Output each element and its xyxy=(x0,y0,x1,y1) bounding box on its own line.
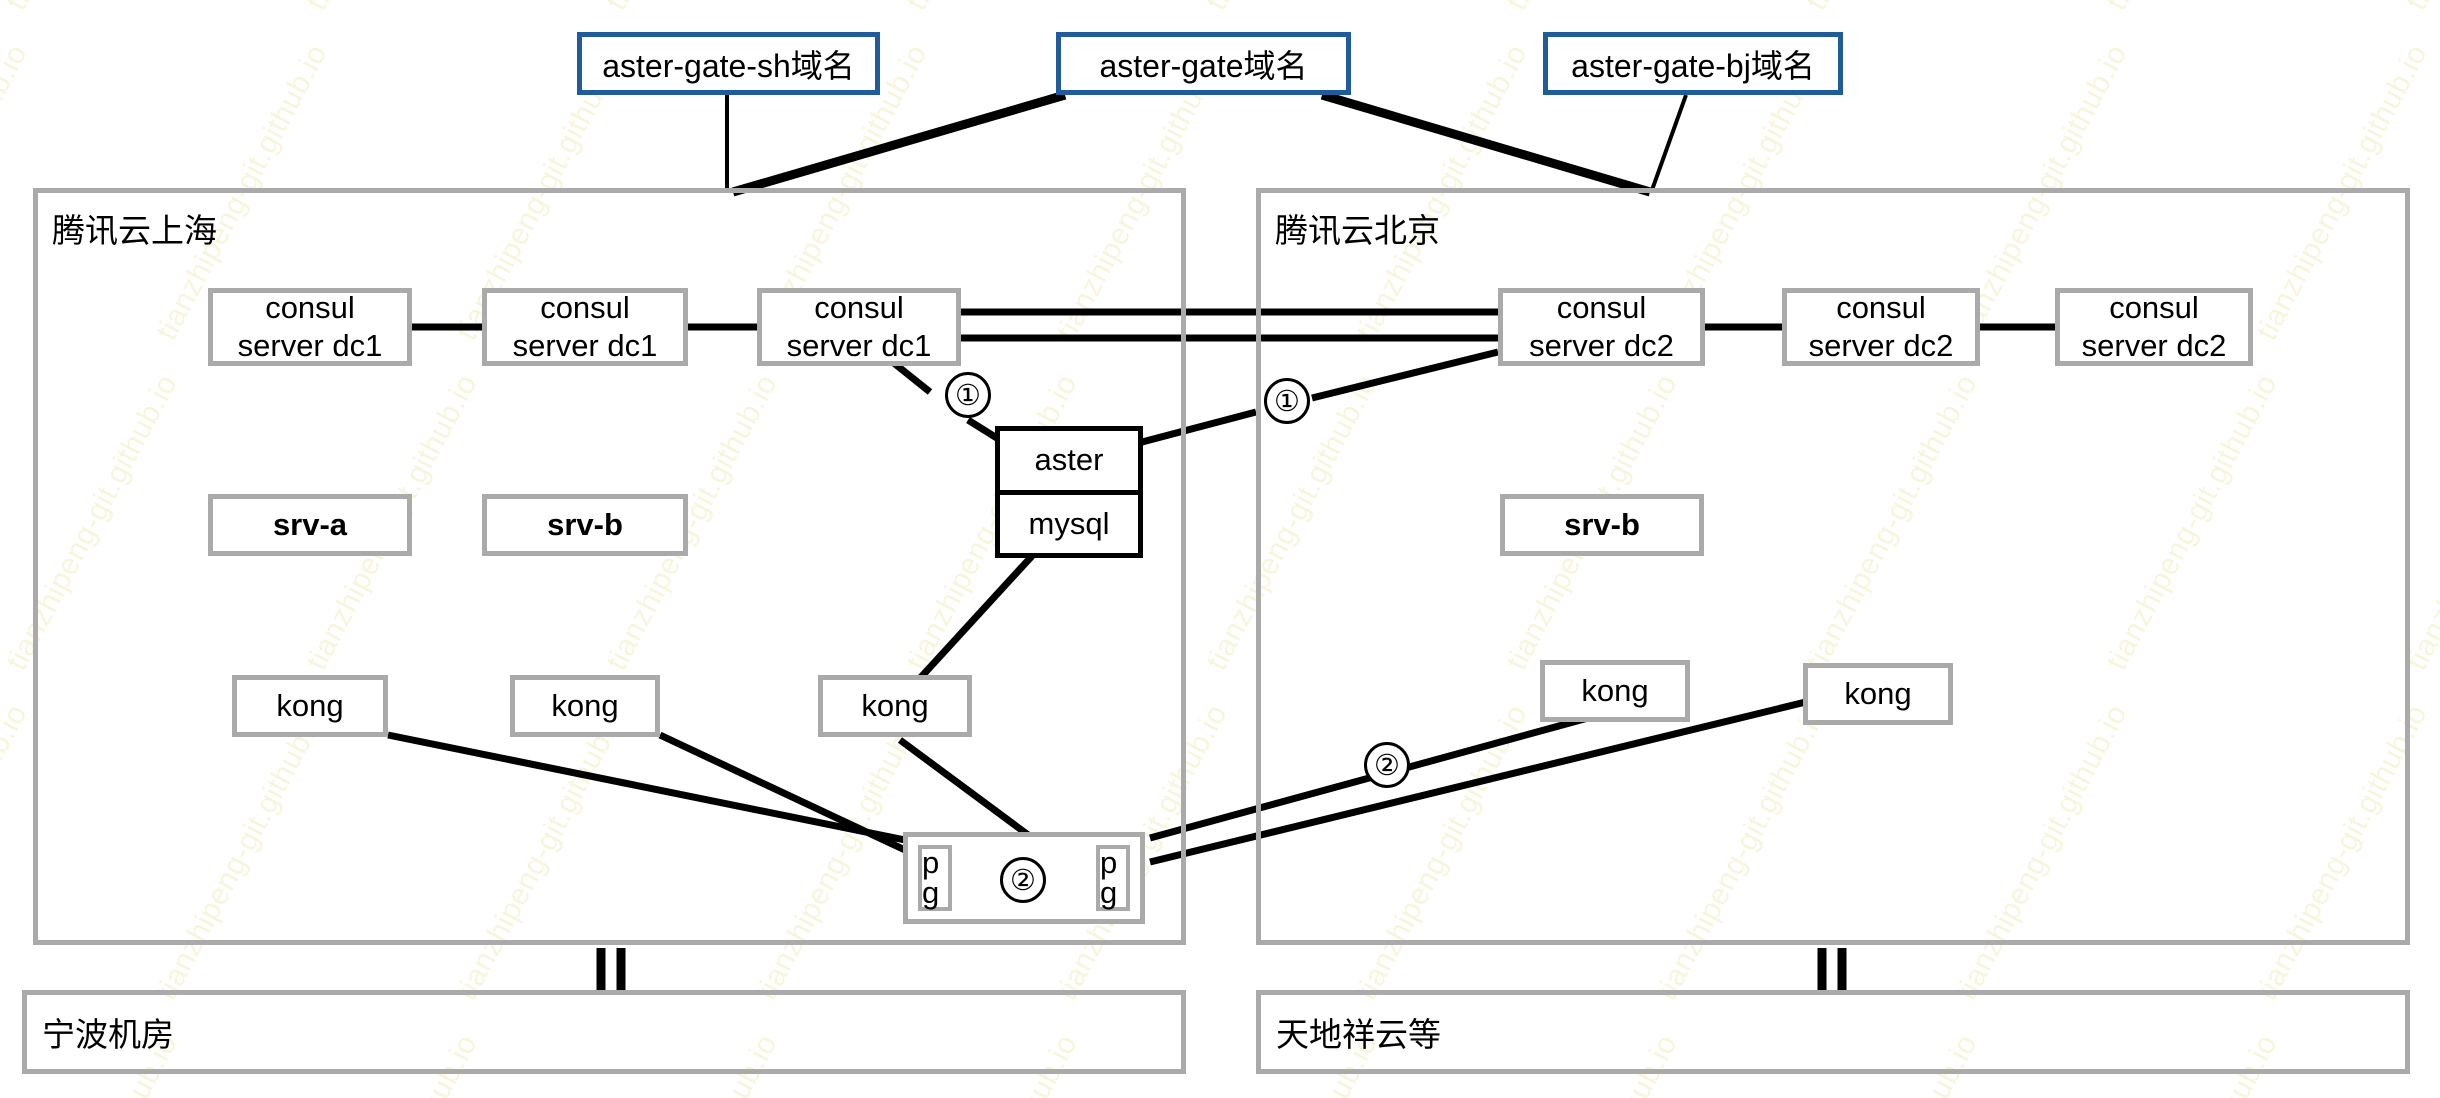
domain-box-central[interactable]: aster-gate域名 xyxy=(1056,32,1351,95)
node-mysql-label: mysql xyxy=(1028,505,1110,541)
annotation-2-center: ② xyxy=(1000,857,1046,903)
node-srv-b-shanghai[interactable]: srv-b xyxy=(482,494,688,556)
node-aster-label: aster xyxy=(1034,442,1104,478)
node-kong-shanghai-1[interactable]: kong xyxy=(232,675,388,737)
region-shanghai xyxy=(33,188,1186,945)
annotation-1-right-label: ① xyxy=(1274,385,1300,418)
watermark-text: tianzhipeng-git.github.io xyxy=(2100,0,2285,16)
node-kong-beijing-1-label: kong xyxy=(1581,673,1649,709)
node-srv-a-label: srv-a xyxy=(272,507,348,543)
domain-box-central-label: aster-gate域名 xyxy=(1099,47,1308,84)
watermark-text: tianzhipeng-git.github.io xyxy=(600,0,785,16)
node-kong-shanghai-2[interactable]: kong xyxy=(510,675,660,737)
node-pg-primary-label: pg xyxy=(922,844,940,910)
node-kong-shanghai-3-label: kong xyxy=(861,688,929,724)
annotation-1-left: ① xyxy=(945,372,991,418)
node-kong-beijing-2-label: kong xyxy=(1844,676,1912,712)
node-mysql[interactable]: mysql xyxy=(1000,489,1138,554)
edge-bj-domain-to-beijing xyxy=(1650,94,1688,191)
node-srv-a[interactable]: srv-a xyxy=(208,494,412,556)
node-kong-shanghai-3[interactable]: kong xyxy=(818,675,972,737)
domain-box-sh[interactable]: aster-gate-sh域名 xyxy=(577,32,880,95)
watermark-text: tianzhipeng-git.github.io xyxy=(0,0,185,16)
region-beijing-title: 腾讯云北京 xyxy=(1275,212,1440,249)
node-pg-primary[interactable]: pg xyxy=(918,845,952,911)
annotation-2-right-label: ② xyxy=(1374,749,1400,782)
node-kong-shanghai-2-label: kong xyxy=(551,688,619,724)
watermark-text: tianzhipeng-git.github.io xyxy=(2400,0,2440,16)
node-srv-b-beijing-label: srv-b xyxy=(1564,507,1640,543)
node-kong-beijing-2[interactable]: kong xyxy=(1803,663,1953,725)
annotation-2-right: ② xyxy=(1364,742,1410,788)
watermark-text: tianzhipeng-git.github.io xyxy=(1800,0,1985,16)
annotation-2-center-label: ② xyxy=(1010,864,1036,897)
watermark-text: tianzhipeng-git.github.io xyxy=(1500,0,1685,16)
datacenter-ningbo xyxy=(22,990,1186,1074)
region-beijing xyxy=(1256,188,2410,945)
node-pg-replica[interactable]: pg xyxy=(1096,845,1130,911)
node-kong-beijing-1[interactable]: kong xyxy=(1540,660,1690,722)
domain-box-bj[interactable]: aster-gate-bj域名 xyxy=(1543,32,1843,95)
datacenter-ningbo-title: 宁波机房 xyxy=(42,1016,174,1053)
node-srv-b-beijing[interactable]: srv-b xyxy=(1500,494,1704,556)
watermark-text: tianzhipeng-git.github.io xyxy=(0,39,34,346)
domain-box-bj-label: aster-gate-bj域名 xyxy=(1571,47,1815,84)
node-srv-b-shanghai-label: srv-b xyxy=(547,507,623,543)
datacenter-tiandi xyxy=(1256,990,2410,1074)
annotation-1-left-label: ① xyxy=(955,379,981,412)
watermark-text: tianzhipeng-git.github.io xyxy=(300,0,485,16)
node-aster[interactable]: aster xyxy=(1000,431,1138,490)
watermark-text: tianzhipeng-git.github.io xyxy=(0,699,34,1006)
region-shanghai-title: 腾讯云上海 xyxy=(52,212,217,249)
watermark-text: tianzhipeng-git.github.io xyxy=(1200,0,1385,16)
edge-central-domain-to-beijing xyxy=(1320,90,1652,197)
node-aster-mysql-stack[interactable]: aster mysql xyxy=(995,426,1143,558)
watermark-text: tianzhipeng-git.github.io xyxy=(900,0,1085,16)
node-pg-replica-label: pg xyxy=(1100,844,1118,910)
annotation-1-right: ① xyxy=(1264,378,1310,424)
node-kong-shanghai-1-label: kong xyxy=(276,688,344,724)
edge-central-domain-to-shanghai xyxy=(731,90,1067,197)
domain-box-sh-label: aster-gate-sh域名 xyxy=(602,47,855,84)
datacenter-tiandi-title: 天地祥云等 xyxy=(1276,1016,1441,1053)
